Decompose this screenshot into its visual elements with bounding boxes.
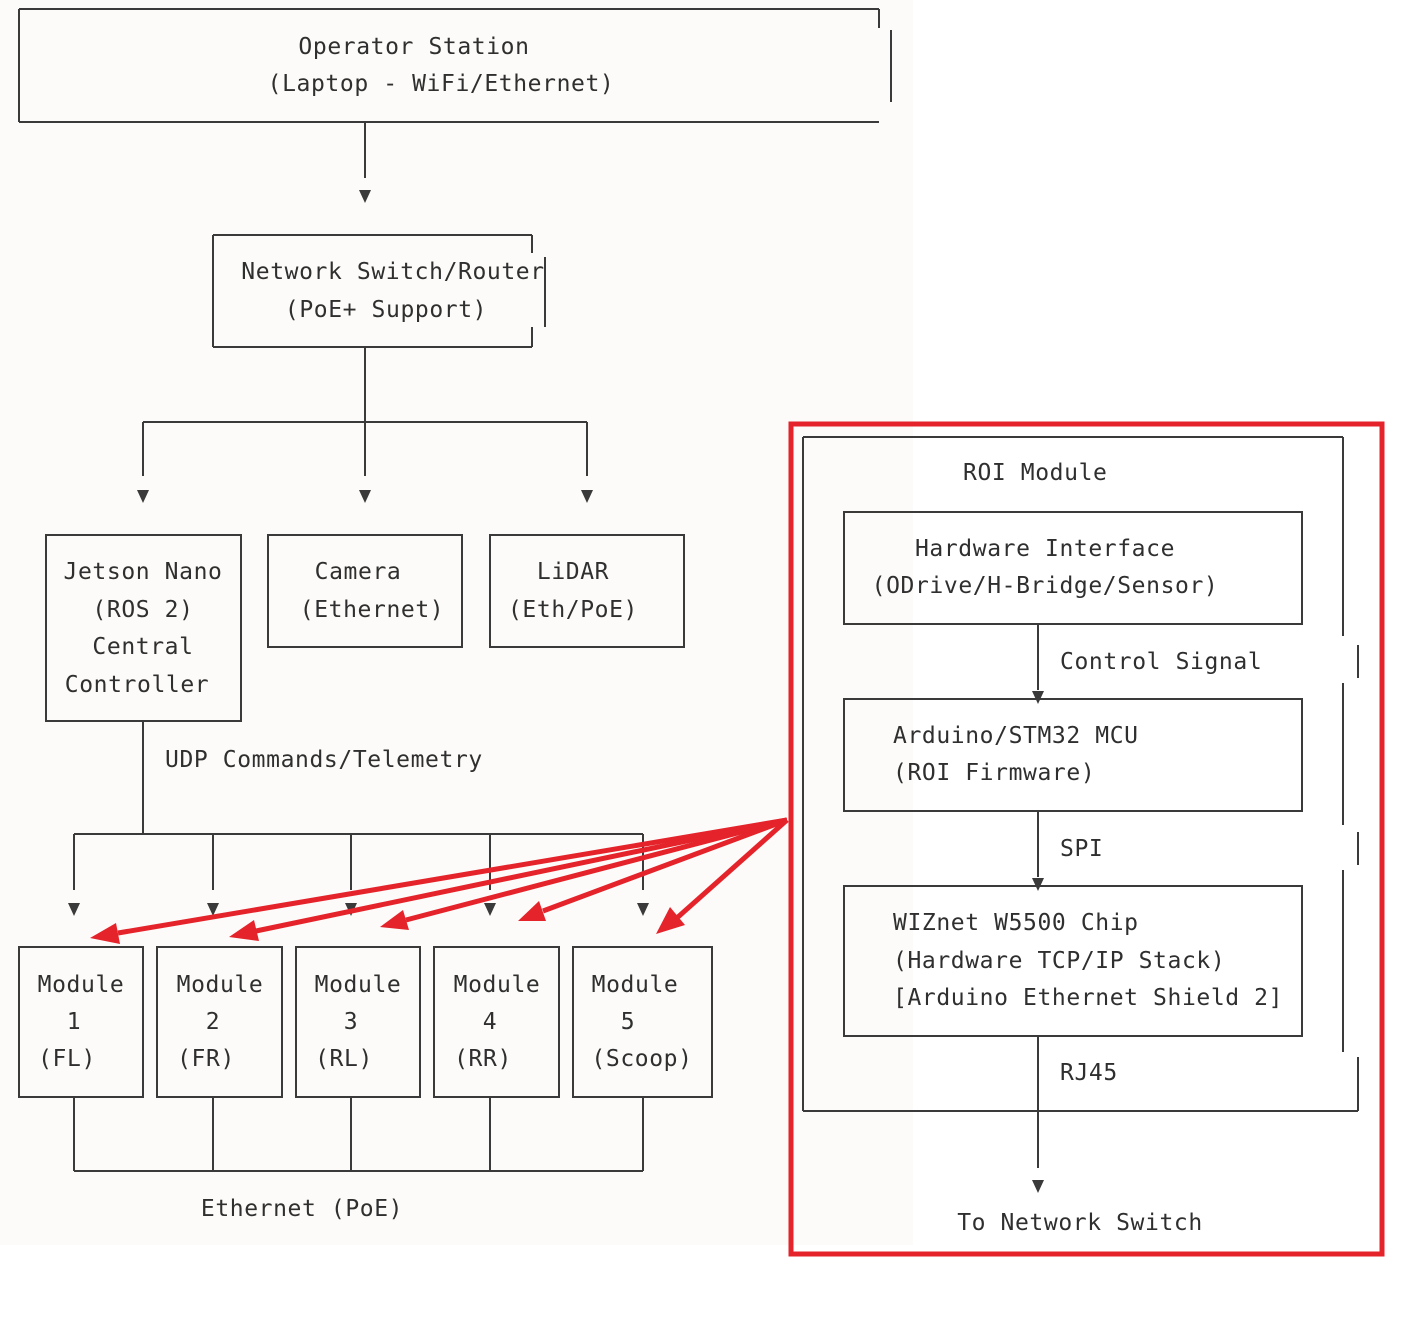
rj45-label: RJ45 [1060,1060,1118,1086]
module-3-number: 3 [343,1009,359,1035]
lidar-title: LiDAR [536,559,610,585]
module-2-frame [156,946,283,1098]
roi-title: ROI Module [963,460,1108,486]
udp-label: UDP Commands/Telemetry [165,747,483,773]
camera-subtitle: (Ethernet) [299,597,445,623]
ethernet-bus [73,1097,644,1172]
module-1-number: 1 [66,1009,82,1035]
switch-title: Network Switch/Router [241,259,545,285]
lidar-subtitle: (Eth/PoE) [507,597,639,623]
module-4-frame [433,946,560,1098]
camera-title: Camera [314,559,402,585]
module-5-frame [572,946,713,1098]
module-1-frame [18,946,144,1098]
wiznet-frame [843,885,1303,1037]
module-3-title: Module [314,972,402,998]
hw-interface-frame [843,511,1303,625]
diagram-background [0,0,913,1245]
switch-box-frame [212,234,546,348]
module-2-position: (FR) [177,1046,235,1072]
mcu-frame [843,698,1303,812]
operator-subtitle: (Laptop - WiFi/Ethernet) [267,71,615,97]
module-5-number: 5 [620,1009,636,1035]
module-4-position: (RR) [454,1046,512,1072]
module-4-number: 4 [482,1009,498,1035]
module-5-position: (Scoop) [591,1046,693,1072]
lidar-box-frame [489,534,685,648]
mcu-subtitle: (ROI Firmware) [893,760,1096,786]
ethernet-bus-label: Ethernet (PoE) [200,1196,404,1222]
roi-outer-frame [802,436,1359,1112]
module-1-title: Module [37,972,125,998]
operator-title: Operator Station [298,34,530,60]
module-3-frame [295,946,421,1098]
operator-to-switch-connector [359,122,371,203]
hw-interface-subtitle: (ODrive/H-Bridge/Sensor) [871,573,1219,599]
wiznet-title: WIZnet W5500 Chip [893,910,1139,936]
roi-to-modules-arrows [90,817,789,944]
to-network-switch-label: To Network Switch [957,1210,1203,1236]
control-signal-label: Control Signal [1060,649,1263,675]
mcu-title: Arduino/STM32 MCU [893,723,1139,749]
module-5-title: Module [591,972,679,998]
module-3-position: (RL) [315,1046,373,1072]
roi-connectors [1032,624,1044,1193]
switch-distribution-connector [137,347,593,503]
module-1-position: (FL) [38,1046,96,1072]
camera-box-frame [267,534,463,648]
hw-interface-title: Hardware Interface [914,536,1176,562]
jetson-line4: Controller [64,672,210,698]
switch-subtitle: (PoE+ Support) [284,297,488,323]
module-4-title: Module [453,972,541,998]
jetson-line2: (ROS 2) [92,597,194,623]
module-2-number: 2 [205,1009,221,1035]
jetson-title: Jetson Nano [63,559,223,585]
spi-label: SPI [1060,836,1104,862]
roi-highlight-frame [788,421,1385,1257]
wiznet-note: [Arduino Ethernet Shield 2] [893,985,1284,1011]
module-2-title: Module [176,972,264,998]
operator-box-frame [18,8,892,123]
wiznet-subtitle: (Hardware TCP/IP Stack) [893,948,1226,974]
jetson-line3: Central [92,634,194,660]
